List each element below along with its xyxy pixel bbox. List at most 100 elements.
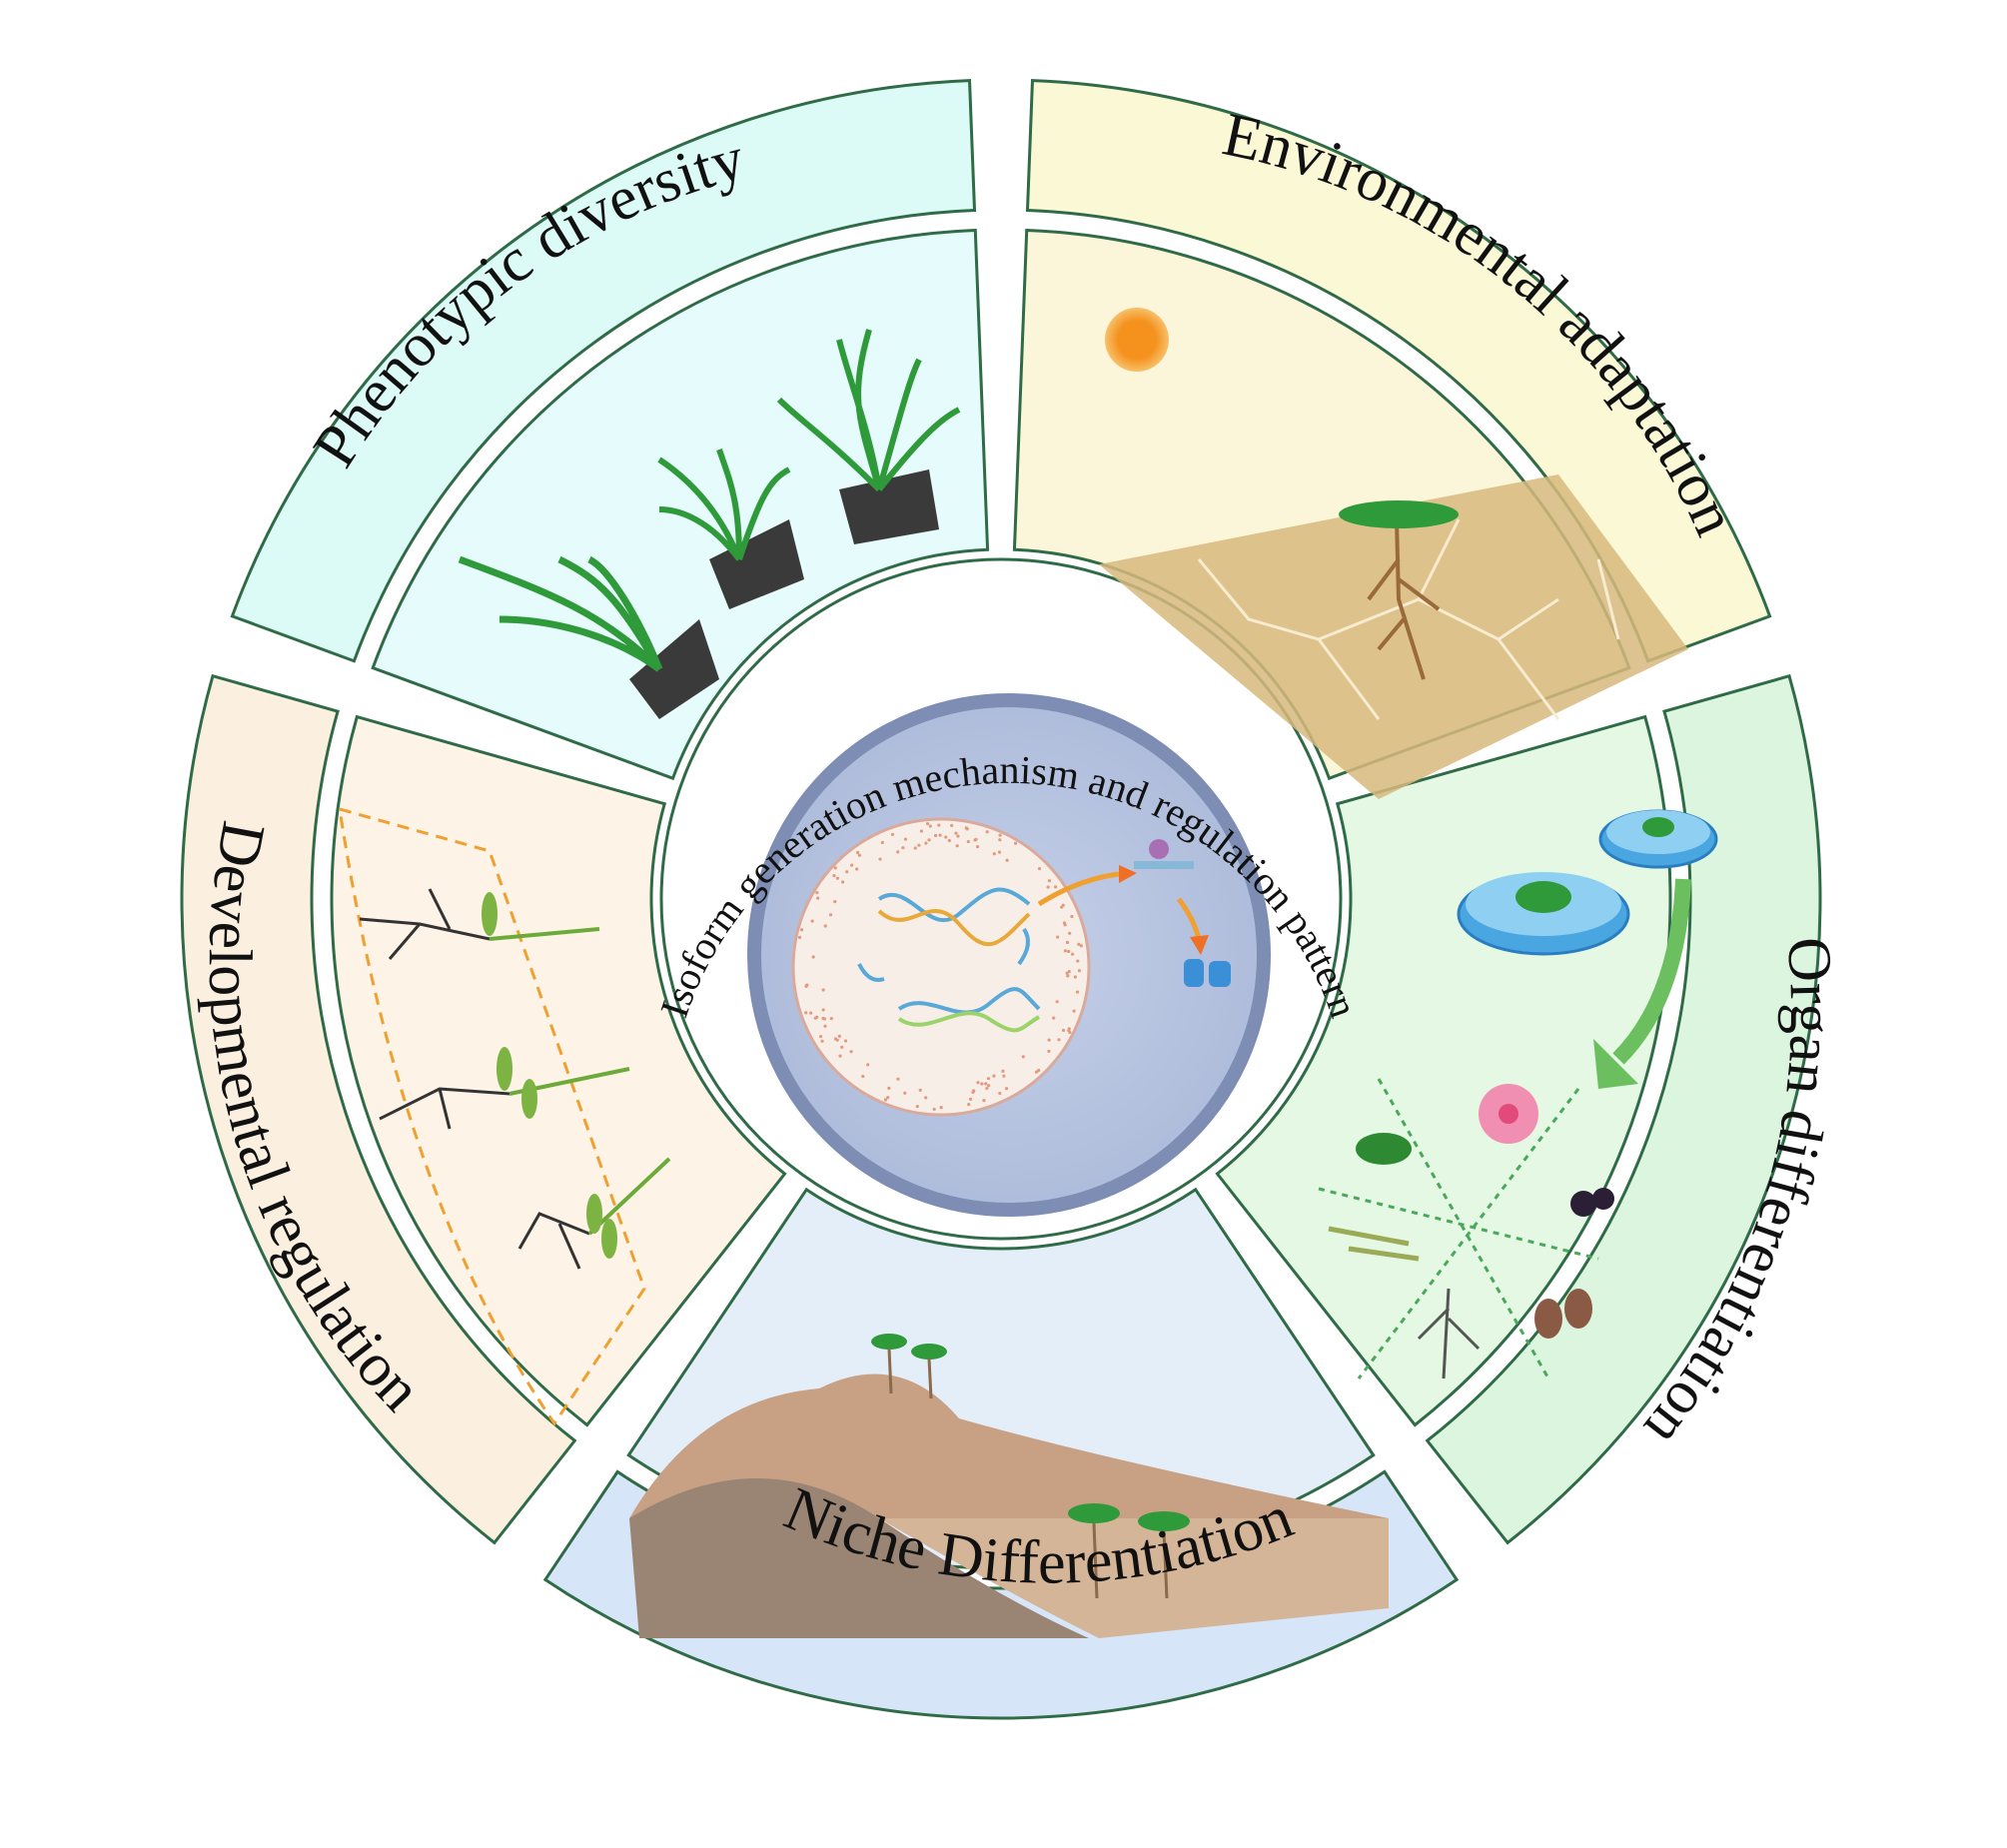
speckle (829, 913, 832, 916)
speckle (998, 833, 1001, 836)
speckle (929, 824, 932, 827)
speckle (919, 1089, 922, 1092)
speckle (896, 850, 899, 853)
speckle (967, 1103, 970, 1106)
speckle (861, 1075, 864, 1078)
speckle (849, 1050, 852, 1053)
speckle (987, 1077, 990, 1080)
speckle (1068, 1027, 1071, 1030)
speckle (998, 851, 1001, 854)
speckle (1076, 959, 1079, 962)
speckle (1073, 1010, 1076, 1013)
speckle (1048, 879, 1051, 882)
speckle (820, 1040, 823, 1043)
speckle (1038, 867, 1041, 870)
speckle (982, 1099, 985, 1102)
speckle (1054, 885, 1057, 888)
speckle (904, 837, 907, 840)
speckle (855, 867, 858, 870)
petri-dish-icon (1459, 872, 1628, 954)
speckle (1066, 972, 1069, 975)
speckle (1006, 859, 1009, 862)
speckle (1001, 1070, 1004, 1073)
speckle (1022, 1055, 1025, 1058)
speckle (1077, 943, 1080, 946)
speckle (1002, 1075, 1005, 1078)
speckle (926, 822, 929, 825)
speckle (836, 877, 839, 880)
speckle (811, 919, 814, 922)
speckle (924, 1096, 927, 1099)
speckle (800, 928, 803, 931)
berry-icon (1570, 1191, 1596, 1217)
speckle (1052, 1017, 1055, 1020)
speckle (967, 840, 970, 843)
speckle (956, 844, 959, 847)
speckle (884, 1098, 887, 1101)
speckle (1068, 1031, 1071, 1034)
speckle (1056, 1000, 1059, 1003)
speckle (940, 1106, 943, 1109)
speckle (844, 1039, 847, 1042)
speckle (1037, 1069, 1040, 1072)
speckle (816, 896, 819, 899)
speckle (1064, 949, 1067, 952)
speckle (1048, 1039, 1051, 1042)
speckle (891, 833, 894, 836)
speckle (1056, 935, 1059, 938)
speckle (896, 1078, 899, 1081)
speckle (944, 835, 947, 838)
speckle (976, 845, 979, 848)
speckle (814, 1017, 817, 1020)
speckle (1066, 941, 1069, 944)
speckle (1074, 975, 1077, 978)
speckle (969, 1098, 972, 1101)
speckle (1071, 953, 1074, 956)
speckle (924, 841, 927, 844)
speckle (1076, 990, 1079, 993)
speckle (838, 1035, 841, 1038)
speckle (1064, 923, 1067, 926)
speckle (881, 841, 884, 844)
speckle (809, 1011, 812, 1014)
speckle (917, 844, 920, 847)
speckle (833, 900, 836, 903)
speckle (965, 826, 968, 829)
speckle (1068, 932, 1071, 935)
speckle (858, 854, 861, 857)
petri-dish-icon (1600, 810, 1716, 867)
speckle (822, 988, 825, 991)
speckle (856, 851, 859, 854)
speckle (972, 1090, 975, 1093)
speckle (993, 852, 996, 855)
speckle (974, 838, 977, 841)
speckle (1047, 1050, 1050, 1053)
speckle (840, 1046, 843, 1049)
speckle (992, 1075, 995, 1078)
speckle (1060, 906, 1063, 909)
speckle (845, 870, 848, 873)
speckle (1062, 1029, 1065, 1032)
speckle (841, 880, 844, 883)
speckle (937, 823, 940, 826)
speckle (836, 1039, 839, 1042)
speckle (933, 1108, 936, 1111)
speckle (823, 1017, 826, 1020)
speckle (850, 864, 853, 867)
speckle (985, 1087, 988, 1090)
speckle (986, 830, 989, 833)
speckle (822, 1008, 825, 1011)
speckle (1057, 1038, 1060, 1041)
speckle (903, 1092, 906, 1095)
speckle (980, 1082, 983, 1085)
leaf-icon (1356, 1133, 1412, 1165)
speckle (927, 838, 930, 841)
speckle (938, 834, 941, 837)
speckle (1067, 950, 1070, 953)
speckle (804, 1011, 807, 1014)
speckle (954, 831, 957, 834)
speckle (832, 874, 835, 877)
speckle (920, 829, 923, 832)
speckle (948, 839, 951, 842)
speckle (886, 1096, 889, 1099)
